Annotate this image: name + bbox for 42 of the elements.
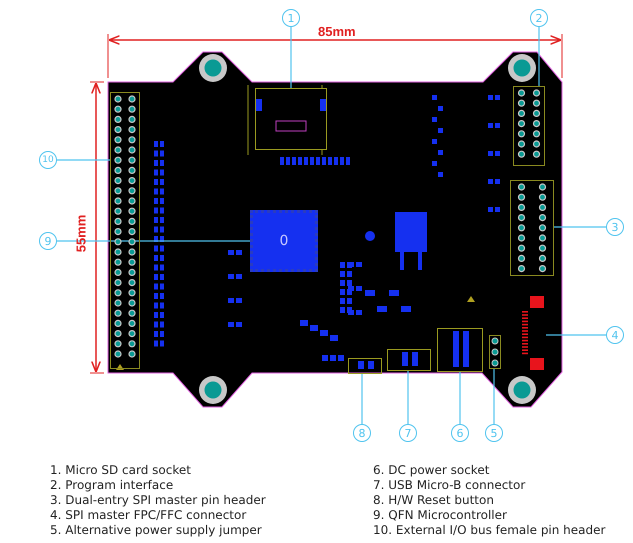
leader-line bbox=[57, 240, 250, 242]
list-item: 6. DC power socket bbox=[373, 463, 490, 477]
callout-number: 3 bbox=[606, 218, 624, 236]
leader-line bbox=[361, 374, 363, 424]
callout-number: 10 bbox=[39, 151, 57, 169]
callout-number: 9 bbox=[39, 232, 57, 250]
list-item: 7. USB Micro-B connector bbox=[373, 478, 526, 492]
pin-header bbox=[513, 86, 545, 166]
chip: 0 bbox=[250, 210, 318, 272]
pin-header bbox=[510, 180, 554, 276]
callout-number: 4 bbox=[606, 326, 624, 344]
push-button bbox=[348, 358, 382, 374]
list-item: 10. External I/O bus female pin header bbox=[373, 523, 606, 537]
list-item: 2. Program interface bbox=[50, 478, 174, 492]
callout-number: 7 bbox=[399, 424, 417, 442]
list-item: 1. Micro SD card socket bbox=[50, 463, 191, 477]
leader-line bbox=[57, 159, 110, 161]
dimension-label: 55mm bbox=[73, 214, 88, 252]
list-item: 3. Dual-entry SPI master pin header bbox=[50, 493, 266, 507]
leader-line bbox=[290, 27, 292, 88]
leader-line bbox=[546, 334, 606, 336]
list-item: 8. H/W Reset button bbox=[373, 493, 494, 507]
callout-number: 5 bbox=[485, 424, 503, 442]
callout-number: 8 bbox=[353, 424, 371, 442]
usb-connector bbox=[387, 349, 431, 371]
jumper bbox=[489, 335, 501, 369]
leader-line bbox=[459, 372, 461, 424]
list-item: 9. QFN Microcontroller bbox=[373, 508, 507, 522]
callout-number: 2 bbox=[530, 9, 548, 27]
leader-line bbox=[493, 369, 495, 424]
list-item: 4. SPI master FPC/FFC connector bbox=[50, 508, 246, 522]
list-item: 5. Alternative power supply jumper bbox=[50, 523, 262, 537]
card-socket bbox=[255, 88, 327, 150]
power-socket bbox=[437, 328, 483, 372]
callout-number: 6 bbox=[451, 424, 469, 442]
leader-line bbox=[407, 371, 409, 424]
pin-header bbox=[110, 92, 140, 369]
leader-line bbox=[538, 27, 540, 86]
dimension-label: 85mm bbox=[318, 24, 356, 39]
leader-line bbox=[554, 226, 606, 228]
ribbon-connector bbox=[520, 296, 546, 370]
callout-number: 1 bbox=[282, 9, 300, 27]
